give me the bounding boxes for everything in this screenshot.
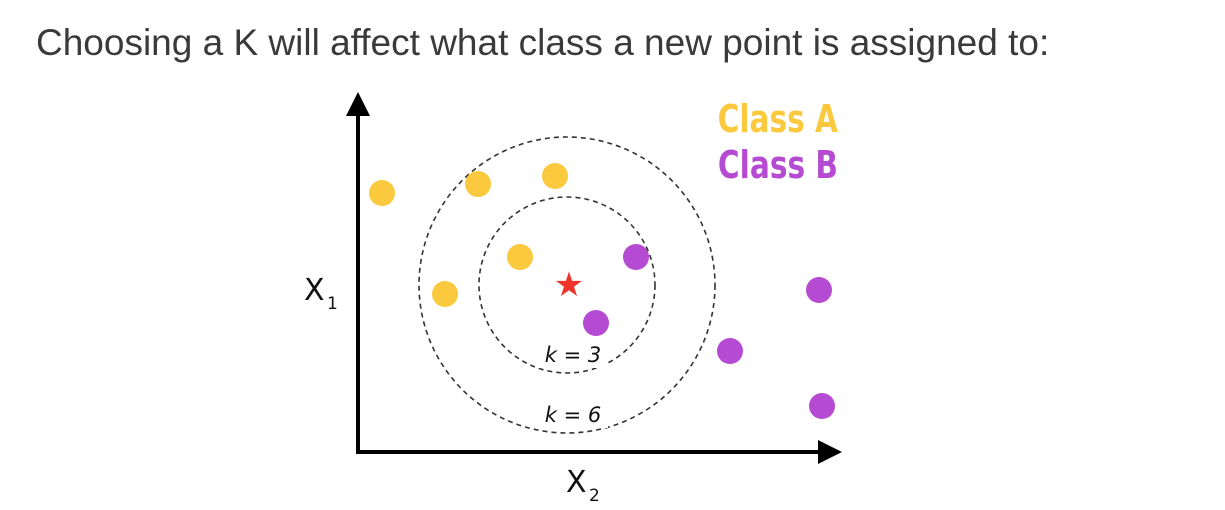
k6-label: k = 6 [545, 403, 601, 427]
x-axis-arrow [818, 440, 842, 464]
axes [346, 92, 842, 464]
k3-boundary-circle [478, 196, 656, 374]
y-axis-arrow [346, 92, 370, 116]
legend-class-b: Class B [718, 143, 838, 188]
class-b-point [623, 244, 649, 270]
class-b-point [809, 393, 835, 419]
legend-class-a: Class A [718, 97, 839, 142]
k6-label-bg [538, 400, 608, 428]
x-axis-label: X [566, 465, 587, 500]
class-a-point [432, 281, 458, 307]
k3-label: k = 3 [545, 343, 601, 367]
k6-boundary-circle [418, 136, 716, 434]
class-a-point [369, 180, 395, 206]
new-point-star-icon: ★ [554, 265, 584, 305]
class-b-point [717, 338, 743, 364]
class-a-point [507, 244, 533, 270]
slide-title: Choosing a K will affect what class a ne… [36, 22, 1050, 63]
class-a-point [542, 163, 568, 189]
class-b-point [806, 277, 832, 303]
class-b-points [583, 244, 835, 419]
x-axis-label-subscript: 2 [589, 486, 600, 506]
y-axis-label-subscript: 1 [327, 294, 338, 314]
class-a-points [369, 163, 568, 307]
k3-label-bg [538, 340, 608, 368]
class-a-point [465, 171, 491, 197]
legend: Class A Class B [718, 97, 839, 188]
y-axis-label: X [304, 273, 325, 308]
class-b-point [583, 310, 609, 336]
